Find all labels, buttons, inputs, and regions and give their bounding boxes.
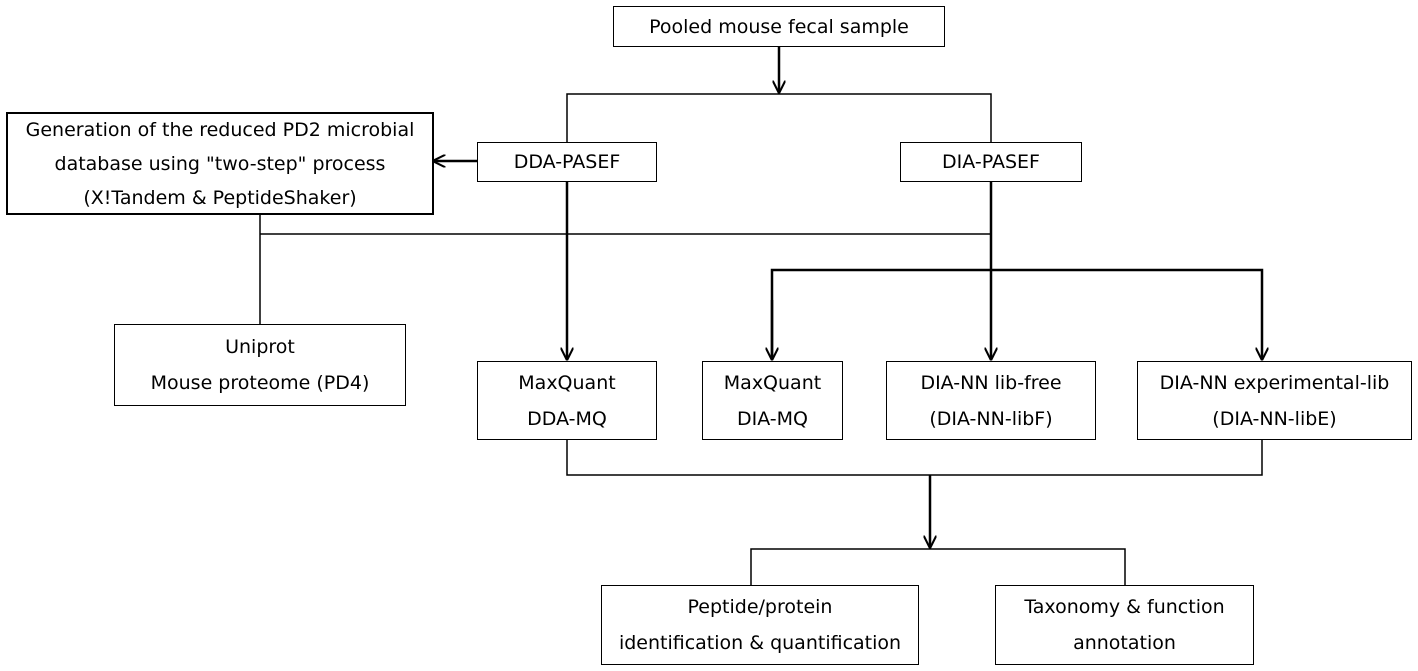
node-dda-mq: MaxQuant DDA-MQ — [477, 361, 657, 440]
node-taxonomy-function-line-1: Taxonomy & function — [1024, 596, 1225, 618]
edge-outputs-merge — [566, 440, 1263, 476]
node-dda-mq-line-1: MaxQuant — [518, 371, 616, 394]
node-peptide-protein: Peptide/protein identification & quantif… — [601, 585, 919, 665]
node-dia-pasef-label: DIA-PASEF — [942, 151, 1040, 173]
node-dia-nn-libe-line-2: (DIA-NN-libE) — [1212, 407, 1337, 430]
node-dia-mq: MaxQuant DIA-MQ — [702, 361, 843, 440]
edge-final-split — [750, 548, 1126, 585]
node-uniprot-line-1: Uniprot — [225, 336, 295, 358]
node-dda-pasef: DDA-PASEF — [477, 142, 657, 182]
node-dia-nn-libf-line-1: DIA-NN lib-free — [920, 371, 1062, 394]
node-taxonomy-function: Taxonomy & function annotation — [995, 585, 1254, 665]
node-taxonomy-function-line-2: annotation — [1073, 632, 1176, 654]
node-dia-mq-line-2: DIA-MQ — [736, 407, 809, 430]
node-uniprot-line-2: Mouse proteome (PD4) — [150, 372, 370, 394]
node-peptide-protein-line-1: Peptide/protein — [687, 596, 833, 618]
node-dda-mq-line-2: DDA-MQ — [527, 407, 607, 430]
node-reduced-database: Generation of the reduced PD2 microbial … — [6, 112, 434, 215]
node-dia-nn-libe-line-1: DIA-NN experimental-lib — [1159, 371, 1390, 394]
node-pooled-sample-label: Pooled mouse fecal sample — [649, 15, 909, 38]
node-reduced-database-line-2: database using "two-step" process — [54, 152, 386, 175]
node-pooled-sample: Pooled mouse fecal sample — [613, 6, 945, 47]
node-reduced-database-line-3: (X!Tandem & PeptideShaker) — [83, 186, 357, 209]
node-dia-pasef: DIA-PASEF — [900, 142, 1082, 182]
edge-dia-split — [770, 268, 1262, 359]
node-reduced-database-line-1: Generation of the reduced PD2 microbial — [25, 118, 415, 141]
node-dia-nn-libf-line-2: (DIA-NN-libF) — [929, 407, 1053, 430]
node-dda-pasef-label: DDA-PASEF — [513, 151, 621, 173]
node-dia-nn-libf: DIA-NN lib-free (DIA-NN-libF) — [886, 361, 1096, 440]
node-dia-mq-line-1: MaxQuant — [723, 371, 822, 394]
node-dia-nn-libe: DIA-NN experimental-lib (DIA-NN-libE) — [1137, 361, 1412, 440]
edge-sample-split — [566, 93, 992, 142]
node-uniprot: Uniprot Mouse proteome (PD4) — [114, 324, 406, 406]
node-peptide-protein-line-2: identification & quantification — [618, 632, 902, 654]
